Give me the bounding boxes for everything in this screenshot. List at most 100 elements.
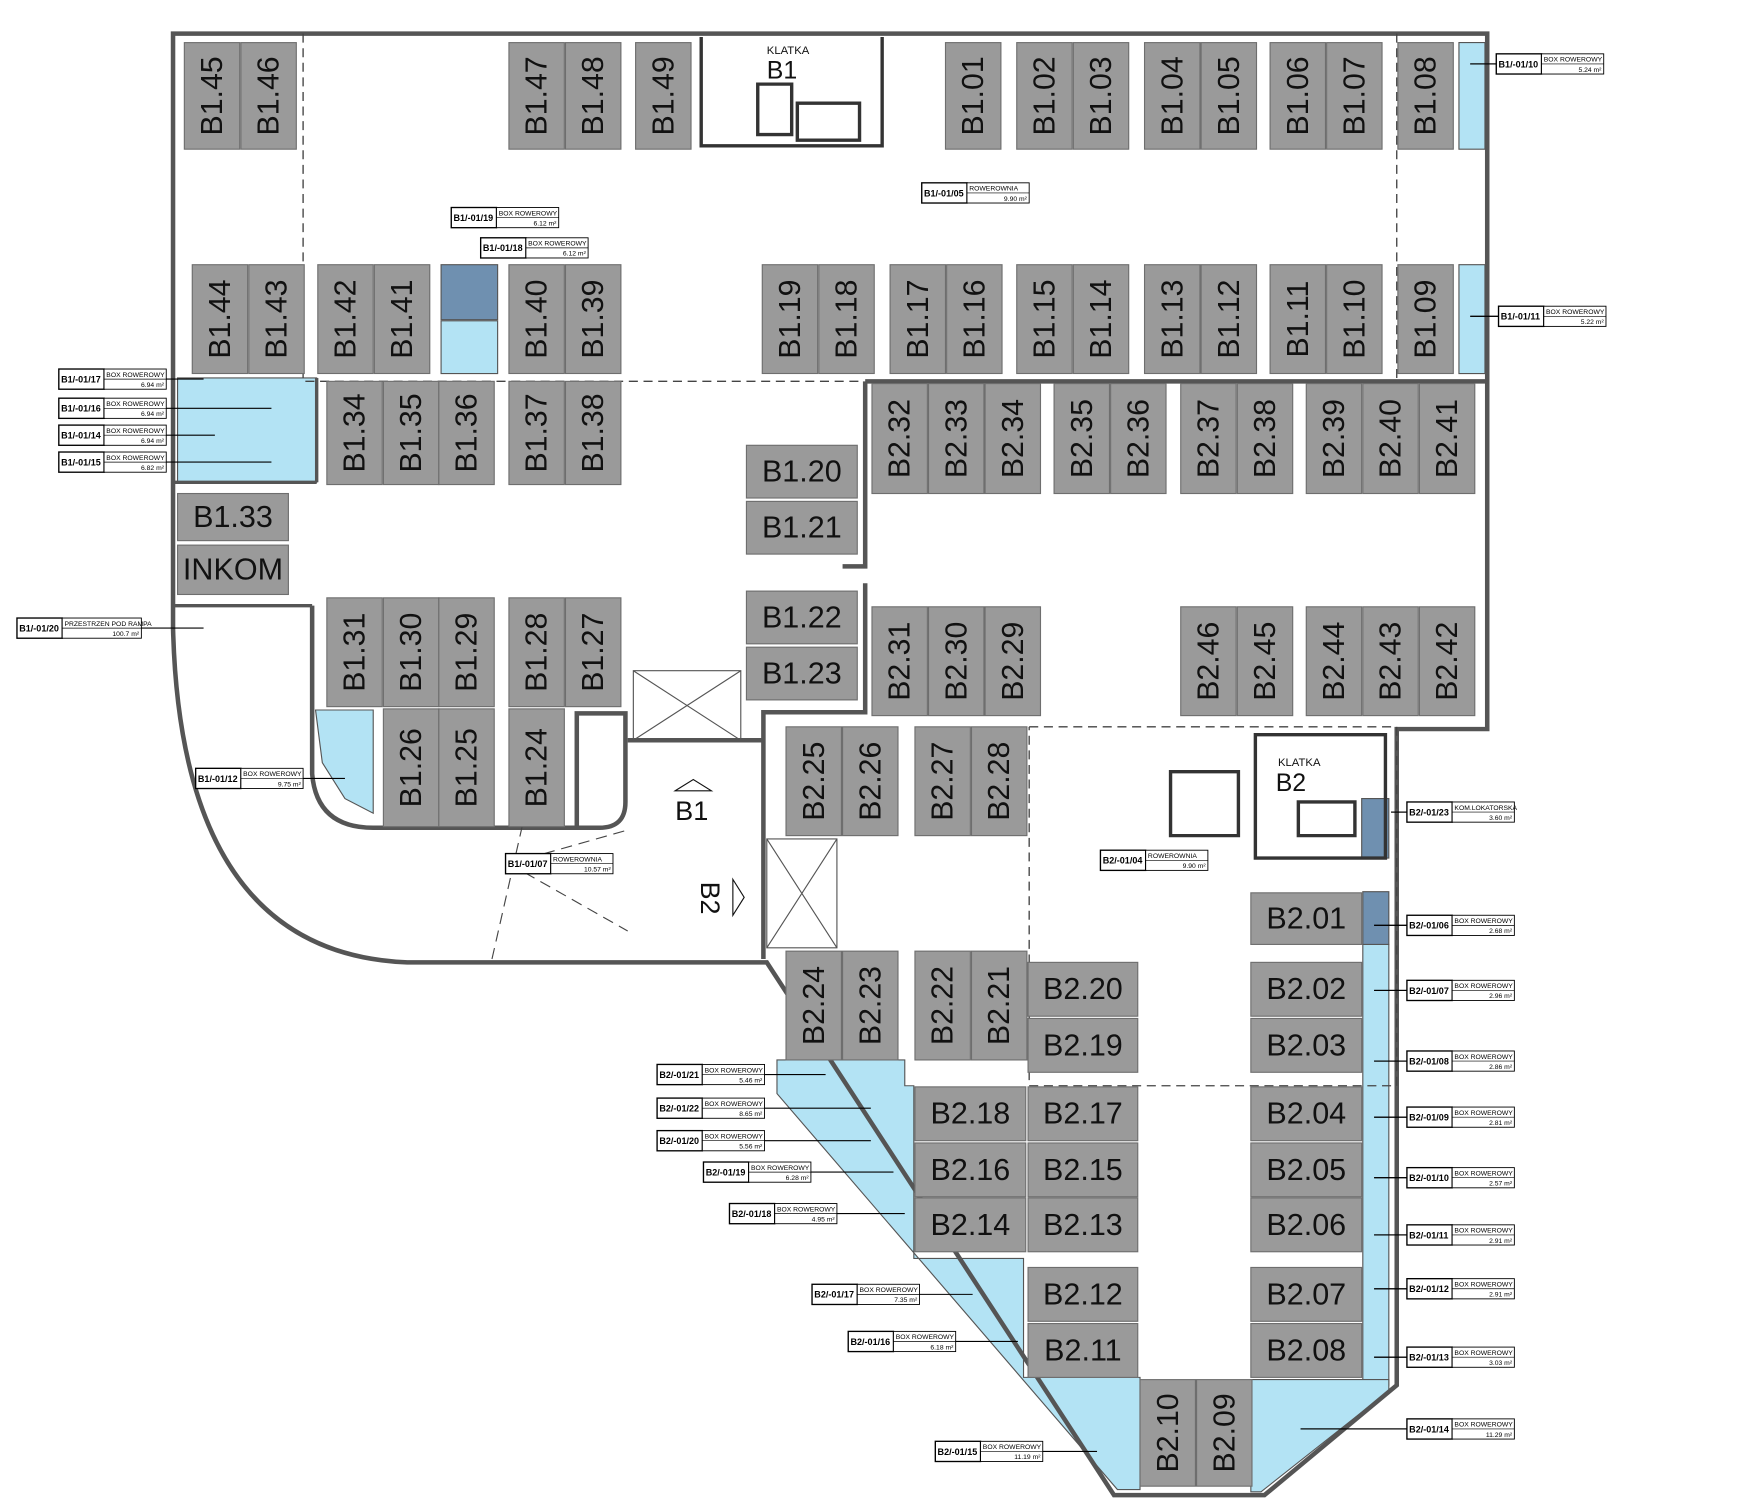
parking-spot-box[interactable]	[914, 950, 971, 1061]
parking-spot-box[interactable]	[818, 264, 875, 375]
parking-spot[interactable]: B2.12	[1027, 1266, 1139, 1322]
parking-spot[interactable]: B1.11	[1269, 264, 1327, 375]
parking-spot[interactable]: B1.31	[326, 597, 383, 708]
parking-spot-box[interactable]	[438, 597, 495, 708]
parking-spot-box[interactable]	[508, 597, 565, 708]
parking-spot-box[interactable]	[1362, 383, 1419, 495]
parking-spot-box[interactable]	[1143, 42, 1201, 150]
parking-spot[interactable]: B2.36	[1110, 383, 1167, 495]
bike-box-area[interactable]	[1362, 943, 1390, 1386]
parking-spot[interactable]: B2.23	[842, 950, 899, 1061]
parking-spot[interactable]: B2.03	[1250, 1017, 1363, 1073]
parking-spot[interactable]: B1.01	[944, 42, 1002, 150]
parking-spot[interactable]: B2.42	[1418, 606, 1476, 717]
parking-spot[interactable]: B2.39	[1305, 383, 1363, 495]
parking-spot-box[interactable]	[438, 380, 495, 486]
parking-spot-box[interactable]	[984, 606, 1042, 717]
parking-spot-box[interactable]	[564, 42, 622, 150]
parking-spot-box[interactable]	[1250, 1197, 1363, 1253]
parking-spot[interactable]: INKOM	[176, 544, 289, 596]
parking-spot[interactable]: B2.33	[927, 383, 985, 495]
parking-spot-box[interactable]	[1180, 383, 1237, 495]
bike-box-area[interactable]	[1250, 1379, 1390, 1493]
parking-spot-box[interactable]	[508, 380, 565, 486]
parking-spot[interactable]: B2.37	[1180, 383, 1237, 495]
parking-spot-box[interactable]	[914, 1086, 1027, 1142]
parking-spot[interactable]: B2.11	[1027, 1322, 1139, 1378]
parking-spot-box[interactable]	[745, 500, 858, 555]
parking-spot[interactable]: B1.19	[761, 264, 819, 375]
parking-spot-box[interactable]	[970, 950, 1028, 1061]
parking-spot-box[interactable]	[1326, 264, 1383, 375]
parking-spot-box[interactable]	[871, 383, 928, 495]
parking-spot-box[interactable]	[1250, 961, 1363, 1017]
parking-spot[interactable]: B1.43	[248, 264, 305, 375]
parking-spot-box[interactable]	[564, 380, 622, 486]
storage-box-area[interactable]	[440, 264, 499, 321]
parking-spot[interactable]: B1.02	[1016, 42, 1073, 150]
bike-box-area[interactable]	[440, 320, 499, 375]
parking-spot-box[interactable]	[438, 708, 495, 828]
parking-spot-box[interactable]	[914, 1142, 1027, 1198]
parking-spot[interactable]: B2.17	[1027, 1086, 1139, 1142]
parking-spot[interactable]: B1.30	[382, 597, 440, 708]
parking-spot[interactable]: B1.05	[1200, 42, 1258, 150]
parking-spot-box[interactable]	[176, 544, 289, 596]
parking-spot[interactable]: B2.31	[871, 606, 928, 717]
parking-spot[interactable]: B2.05	[1250, 1142, 1363, 1198]
parking-spot-box[interactable]	[1305, 606, 1363, 717]
parking-spot[interactable]: B2.08	[1250, 1322, 1363, 1378]
storage-box-area[interactable]	[1361, 798, 1390, 859]
parking-spot-box[interactable]	[382, 597, 440, 708]
parking-spot-box[interactable]	[970, 726, 1028, 837]
parking-spot[interactable]: B2.18	[914, 1086, 1027, 1142]
parking-spot[interactable]: B1.46	[240, 42, 297, 150]
parking-spot-box[interactable]	[914, 726, 971, 837]
parking-spot[interactable]: B1.27	[564, 597, 622, 708]
bike-box-area[interactable]	[776, 1059, 1141, 1491]
parking-spot[interactable]: B2.21	[970, 950, 1028, 1061]
parking-spot-box[interactable]	[914, 1197, 1027, 1253]
parking-spot-box[interactable]	[1027, 1086, 1139, 1142]
parking-spot[interactable]: B1.07	[1326, 42, 1383, 150]
parking-spot[interactable]: B2.24	[785, 950, 843, 1061]
parking-spot-box[interactable]	[508, 264, 565, 375]
parking-spot-box[interactable]	[508, 708, 565, 828]
parking-spot-box[interactable]	[761, 264, 819, 375]
parking-spot[interactable]: B2.01	[1250, 892, 1363, 945]
parking-spot-box[interactable]	[1053, 383, 1111, 495]
parking-spot-box[interactable]	[1200, 42, 1258, 150]
parking-spot[interactable]: B2.30	[927, 606, 985, 717]
parking-spot[interactable]: B1.35	[382, 380, 440, 486]
parking-spot[interactable]: B2.16	[914, 1142, 1027, 1198]
parking-spot[interactable]: B2.28	[970, 726, 1028, 837]
parking-spot-box[interactable]	[785, 950, 843, 1061]
parking-spot[interactable]: B2.06	[1250, 1197, 1363, 1253]
parking-spot[interactable]: B2.35	[1053, 383, 1111, 495]
parking-spot-box[interactable]	[871, 606, 928, 717]
parking-spot[interactable]: B2.13	[1027, 1197, 1139, 1253]
parking-spot[interactable]: B1.17	[889, 264, 947, 375]
parking-spot[interactable]: B2.04	[1250, 1086, 1363, 1142]
parking-spot[interactable]: B1.25	[438, 708, 495, 828]
parking-spot-box[interactable]	[1016, 42, 1073, 150]
parking-spot-box[interactable]	[508, 42, 565, 150]
parking-spot[interactable]: B2.22	[914, 950, 971, 1061]
